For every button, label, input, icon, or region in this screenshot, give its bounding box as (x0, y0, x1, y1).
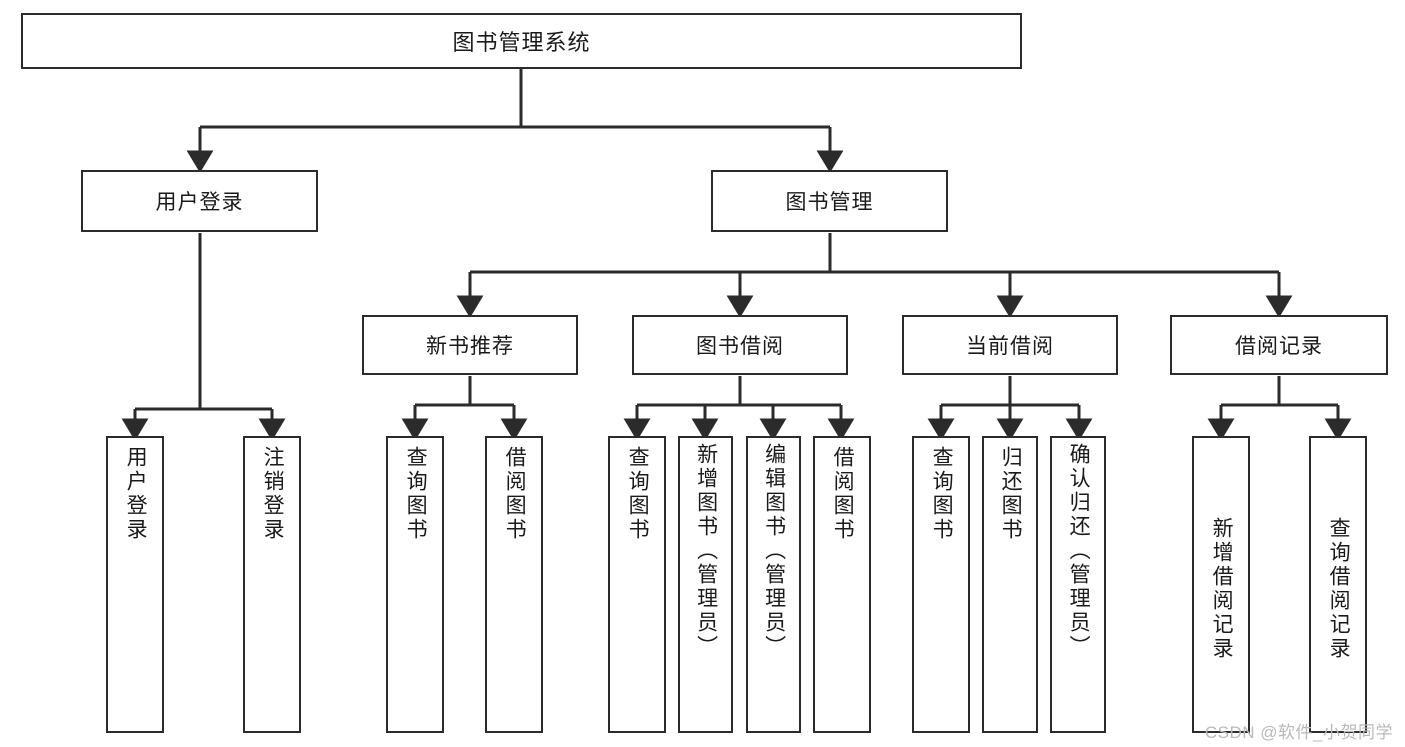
leaf-borrow-add-book-admin[interactable]: 新增图书（管理员） (678, 436, 733, 733)
leaf-recommend-query-book[interactable]: 查询图书 (386, 436, 444, 733)
leaf-current-confirm-return-admin[interactable]: 确认归还（管理员） (1050, 436, 1106, 733)
leaf-label: 新增图书（管理员） (694, 443, 718, 659)
node-new-book-recommend[interactable]: 新书推荐 (362, 315, 578, 375)
leaf-current-query-book[interactable]: 查询图书 (912, 436, 970, 733)
leaf-label: 注销登录 (261, 446, 285, 542)
leaf-label: 新增借阅记录 (1210, 516, 1234, 661)
leaf-current-return-book[interactable]: 归还图书 (982, 436, 1038, 733)
leaf-label: 查询图书 (930, 446, 954, 542)
leaf-label: 归还图书 (999, 446, 1023, 542)
node-user-login[interactable]: 用户登录 (81, 170, 318, 232)
leaf-label: 查询图书 (626, 446, 650, 542)
node-book-management[interactable]: 图书管理 (711, 170, 948, 232)
leaf-borrow-borrow-book[interactable]: 借阅图书 (813, 436, 871, 733)
leaf-borrow-query-book[interactable]: 查询图书 (608, 436, 666, 733)
watermark-text: CSDN @软件_小贺同学 (1204, 723, 1393, 742)
leaf-user-login-login[interactable]: 用户登录 (106, 436, 164, 733)
leaf-record-query-record[interactable]: 查询借阅记录 (1309, 436, 1367, 733)
leaf-label: 查询图书 (404, 446, 428, 542)
leaf-label: 借阅图书 (503, 446, 527, 542)
leaf-borrow-edit-book-admin[interactable]: 编辑图书（管理员） (746, 436, 801, 733)
node-book-borrow[interactable]: 图书借阅 (632, 315, 848, 375)
leaf-user-login-logout[interactable]: 注销登录 (243, 436, 301, 733)
node-root[interactable]: 图书管理系统 (21, 13, 1022, 69)
leaf-label: 借阅图书 (831, 446, 855, 542)
leaf-label: 确认归还（管理员） (1067, 443, 1091, 659)
leaf-recommend-borrow-book[interactable]: 借阅图书 (485, 436, 543, 733)
leaf-label: 查询借阅记录 (1327, 516, 1351, 661)
node-current-borrow[interactable]: 当前借阅 (902, 315, 1118, 375)
leaf-label: 用户登录 (124, 446, 148, 542)
leaf-label: 编辑图书（管理员） (762, 443, 786, 659)
leaf-record-add-record[interactable]: 新增借阅记录 (1192, 436, 1250, 733)
node-borrow-record[interactable]: 借阅记录 (1170, 315, 1388, 375)
